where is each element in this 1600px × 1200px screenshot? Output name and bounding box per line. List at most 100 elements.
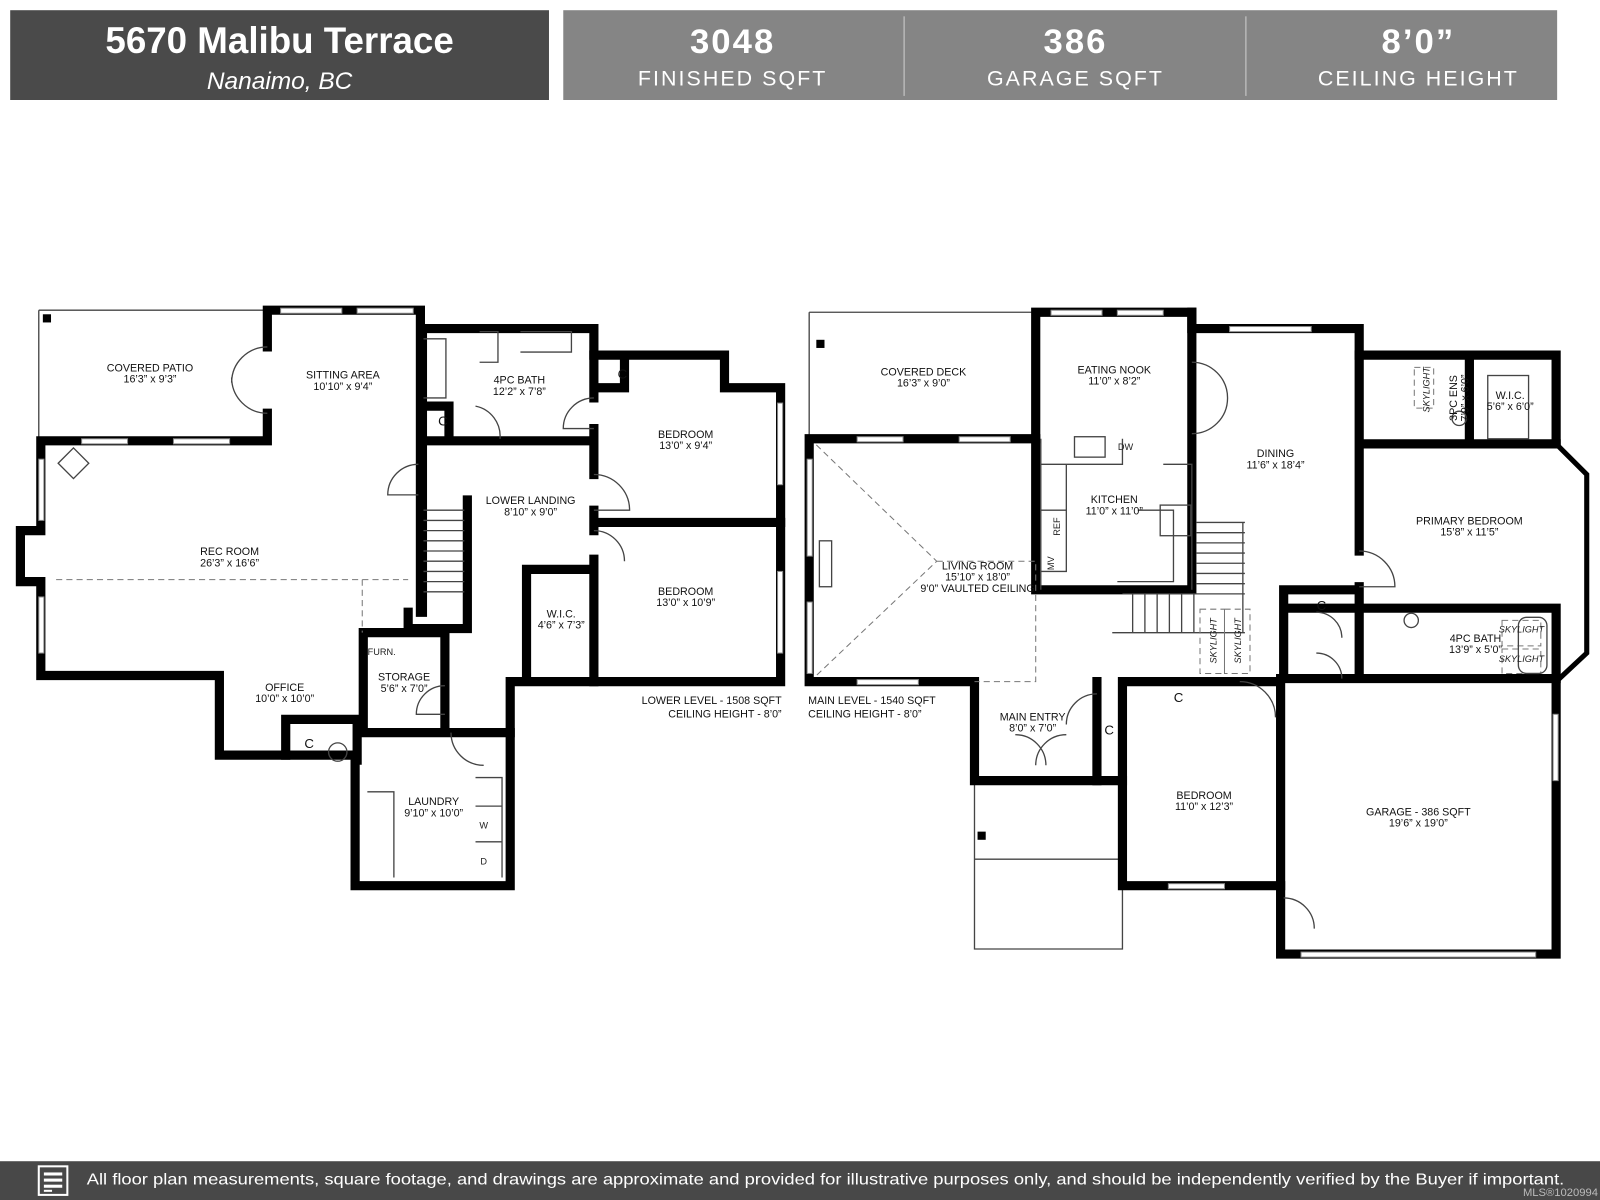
garage-sqft-value: 386: [1044, 23, 1108, 61]
room-name: W.I.C.: [1496, 390, 1525, 402]
window: [280, 307, 343, 314]
lower-level-ceiling: CEILING HEIGHT - 8’0”: [668, 708, 782, 720]
room-dims: 13’0” x 9’4”: [659, 440, 712, 452]
room-dims: 26’3” x 16’6”: [200, 557, 259, 569]
room-dims: 15’8” x 11’5”: [1440, 527, 1499, 539]
room-name: 4PC BATH: [494, 375, 546, 387]
wood-stove-icon: [57, 447, 90, 480]
sink-icon: [1403, 612, 1420, 629]
washer-label: W: [479, 821, 488, 831]
room-name: LIVING ROOM: [942, 560, 1013, 572]
ceiling-height-value: 8’0”: [1382, 23, 1456, 61]
window: [856, 679, 919, 686]
room-dims: 10’10” x 9’4”: [313, 381, 372, 393]
room-dims: 5’6” x 6’0”: [1487, 401, 1534, 413]
room-name: W.I.C.: [547, 608, 576, 620]
main-level-sqft: MAIN LEVEL - 1540 SQFT: [808, 695, 936, 707]
room-dims: 15’10” x 18’0”: [945, 572, 1010, 584]
garage-sqft-label: GARAGE SQFT: [987, 67, 1164, 91]
fridge-label: REF: [1052, 517, 1062, 536]
post: [977, 831, 986, 840]
stats-panel: [563, 10, 1558, 101]
room-name: STORAGE: [378, 672, 430, 684]
skylight-label: SKYLIGHT: [1233, 617, 1243, 664]
window: [172, 438, 231, 445]
lower-stairs: [423, 509, 465, 593]
closet-label: C: [1317, 598, 1327, 613]
window: [356, 307, 414, 314]
disclaimer-text: All floor plan measurements, square foot…: [87, 1172, 1565, 1189]
window: [777, 402, 784, 486]
bay-window-wall: [1552, 440, 1590, 686]
room-name: BEDROOM: [658, 586, 713, 598]
room-dims: 5’6” x 7’0”: [381, 683, 428, 695]
window: [1229, 326, 1312, 333]
window: [38, 458, 45, 521]
room-name: LOWER LANDING: [486, 495, 576, 507]
ceiling-height-label: CEILING HEIGHT: [1318, 67, 1519, 91]
room-dims: 8’0” x 7’0”: [1009, 723, 1056, 735]
room-dims: 4’6” x 7’3”: [538, 620, 585, 632]
window: [806, 458, 813, 557]
footer-bar: [0, 1161, 1600, 1200]
main-level-ceiling: CEILING HEIGHT - 8’0”: [808, 708, 922, 720]
finished-sqft-value: 3048: [690, 23, 775, 61]
room-dims: 11’6” x 18’4”: [1246, 459, 1305, 471]
sink-icon: [1451, 410, 1467, 427]
main-level-plan: COVERED DECK 16’3” x 9’0” EATING NOOK 11…: [804, 307, 1590, 959]
cooktop-icon: [1159, 504, 1192, 537]
sink-icon: [1073, 436, 1106, 458]
microwave-label: MV: [1046, 556, 1056, 571]
room-name: PRIMARY BEDROOM: [1416, 515, 1523, 527]
closet-label: C: [438, 414, 448, 429]
room-name: COVERED DECK: [881, 367, 968, 379]
room-dims: 16’3” x 9’3”: [124, 374, 177, 386]
room-dims: 16’3” x 9’0”: [897, 378, 950, 390]
room-dims: 13’0” x 10’9”: [656, 597, 715, 609]
window: [1167, 883, 1226, 890]
main-doors: [1015, 361, 1396, 929]
room-name: OFFICE: [265, 682, 304, 694]
property-city: Nanaimo, BC: [207, 68, 353, 95]
room-name: MAIN ENTRY: [1000, 711, 1066, 723]
closet-label: C: [1174, 690, 1184, 705]
window: [1050, 309, 1103, 316]
room-dims: 19’6” x 19’0”: [1389, 818, 1448, 830]
window: [806, 601, 813, 674]
room-name: COVERED PATIO: [107, 362, 193, 374]
room-dims: 11’0” x 8’2”: [1088, 376, 1141, 388]
skylight-label: SKYLIGHT: [1208, 617, 1218, 664]
main-stairs: [1112, 521, 1245, 634]
lower-level-plan: COVERED PATIO 16’3” x 9’3” SITTING AREA …: [15, 305, 786, 891]
room-name: KITCHEN: [1091, 494, 1138, 506]
room-dims: 13’9” x 5’0”: [1449, 644, 1502, 656]
covered-patio-outline: [38, 309, 268, 441]
finished-sqft-label: FINISHED SQFT: [638, 67, 827, 91]
room-note: 9’0” VAULTED CEILING: [920, 583, 1034, 595]
skylights: [1199, 366, 1542, 674]
post: [816, 339, 825, 348]
document-icon: [37, 1165, 69, 1196]
lower-room-labels: COVERED PATIO 16’3” x 9’3” SITTING AREA …: [107, 362, 782, 866]
closet-label: C: [618, 367, 628, 382]
kitchen-counters: [1040, 438, 1193, 590]
main-room-labels: COVERED DECK 16’3” x 9’0” EATING NOOK 11…: [808, 364, 1545, 829]
dryer-label: D: [480, 856, 487, 866]
wic-shelf: [1487, 374, 1530, 440]
room-dims: 9’10” x 10’0”: [404, 807, 463, 819]
lower-fixtures: [367, 330, 573, 878]
skylight-label: SKYLIGHT: [1499, 654, 1546, 664]
water-heater-icon: [327, 742, 348, 762]
mls-number: MLS®1020994: [1523, 1187, 1598, 1199]
room-name: GARAGE - 386 SQFT: [1366, 806, 1471, 818]
skylight-label: SKYLIGHT: [1422, 366, 1432, 413]
room-dims: 11’0” x 12’3”: [1175, 801, 1234, 813]
window: [38, 596, 45, 654]
room-name: REC ROOM: [200, 546, 259, 558]
footer: All floor plan measurements, square foot…: [0, 1161, 1600, 1200]
window: [81, 438, 129, 445]
bathtub-icon: [1517, 616, 1548, 675]
furnace-label: FURN.: [368, 647, 396, 657]
beam-line: [56, 579, 409, 633]
